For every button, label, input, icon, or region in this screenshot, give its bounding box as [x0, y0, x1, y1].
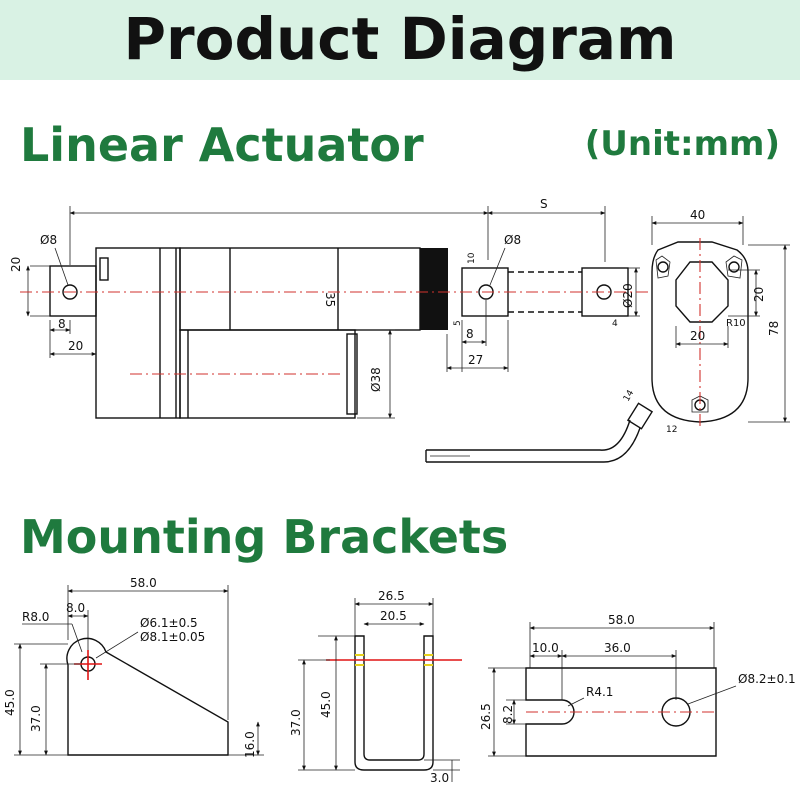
b1-width: 58.0	[130, 576, 157, 590]
dim-rear-offset-8: 8	[58, 317, 66, 331]
dim-length-35: 35	[323, 292, 337, 307]
front-seal	[420, 248, 448, 330]
flange-hole-tr	[728, 261, 740, 273]
actuator-side-view: S Ø8 20 8 20 35 Ø38	[9, 197, 677, 463]
dim-10: 10	[467, 252, 477, 264]
b1-height-16: 16.0	[243, 731, 257, 758]
b1-radius: R8.0	[22, 610, 49, 624]
b2-thickness: 3.0	[430, 771, 449, 785]
dim-rear-hole: Ø8	[40, 233, 57, 247]
dim-motor-d38: Ø38	[369, 367, 383, 392]
dim-27: 27	[468, 353, 483, 367]
dim-flange-20-horizontal: 20	[690, 329, 705, 343]
section-title-mounting-brackets: Mounting Brackets	[20, 510, 509, 564]
rear-clevis	[49, 265, 97, 317]
flange-hole-tl	[657, 261, 669, 273]
b2-height-37: 37.0	[289, 709, 303, 736]
dim-rod-d20: Ø20	[621, 283, 635, 308]
b3-slot-radius: R4.1	[586, 685, 613, 699]
b2-outer: 26.5	[378, 589, 405, 603]
dim-5: 5	[453, 320, 463, 326]
dim-flange-r10: R10	[726, 318, 746, 329]
b3-slot-8: 8.2	[501, 705, 515, 724]
dim-flange-78: 78	[767, 321, 781, 336]
page-title: Product Diagram	[123, 5, 677, 73]
b3-outline	[525, 667, 717, 757]
b3-hole-diameter: Ø8.2±0.1	[738, 672, 796, 686]
b2-height-45: 45.0	[319, 691, 333, 718]
b2-outline	[354, 635, 434, 771]
dim-flange-20-vertical: 20	[752, 287, 766, 302]
dim-cable-14: 14	[622, 388, 637, 403]
motor-end-cap	[346, 333, 358, 415]
dim-4: 4	[612, 319, 618, 329]
b3-width: 58.0	[608, 613, 635, 627]
b1-offset: 8.0	[66, 601, 85, 615]
dim-flange-40: 40	[690, 208, 705, 222]
outer-tube	[179, 247, 421, 331]
dim-rod-hole: Ø8	[504, 233, 521, 247]
dim-stroke-s: S	[540, 197, 548, 211]
actuator-end-view: 40 20 20 R10 78	[651, 208, 790, 430]
b1-hole-large: Ø8.1±0.05	[140, 630, 205, 644]
title-banner	[0, 0, 800, 80]
b1-height-37: 37.0	[29, 705, 43, 732]
section-title-linear-actuator: Linear Actuator	[20, 118, 424, 172]
gearbox-tab	[99, 257, 109, 281]
b1-outline	[66, 637, 229, 756]
dim-rear-height-20: 20	[9, 257, 23, 272]
b3-height-26: 26.5	[479, 703, 493, 730]
bracket-2-front-view: 26.5 20.5 37.0 45.0 3.0	[289, 589, 462, 785]
rear-clevis-hole	[62, 284, 78, 300]
dim-rear-offset-20: 20	[68, 339, 83, 353]
flange-outline	[651, 241, 749, 423]
b1-hole-small: Ø6.1±0.5	[140, 616, 198, 630]
cable-connector	[626, 402, 654, 430]
b2-inner: 20.5	[380, 609, 407, 623]
dim-cable-12: 12	[666, 425, 677, 435]
flange-square-cutout	[675, 261, 729, 323]
b1-height-45: 45.0	[3, 689, 17, 716]
b3-offset-36: 36.0	[604, 641, 631, 655]
bracket-1-side-view: 58.0 8.0 R8.0 Ø6.1±0.5 Ø8.1±0.05 45.0 37…	[3, 576, 264, 758]
unit-label: (Unit:mm)	[584, 124, 780, 164]
b3-offset-10: 10.0	[532, 641, 559, 655]
bracket-3-top-view: 58.0 10.0 36.0 R4.1 Ø8.2±0.1 26.5 8.2	[479, 613, 796, 757]
dim-8: 8	[466, 327, 474, 341]
